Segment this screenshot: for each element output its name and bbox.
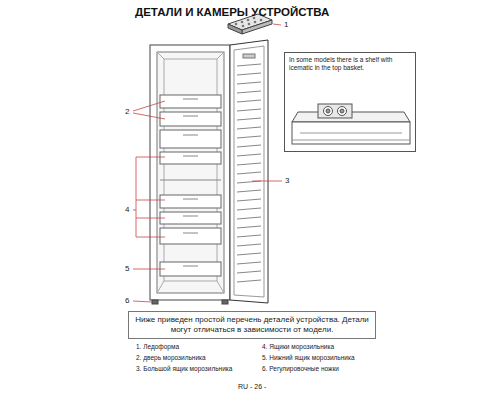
callout-number: 5 [125,264,129,273]
parts-list-item: 2. дверь морозильника [136,354,206,361]
callout-number: 1 [284,20,288,29]
note-box: Ниже приведен простой перечень деталей у… [128,311,376,339]
parts-list-item: 3. Большой ящик морозильника [136,365,232,372]
parts-list-item: 5. Нижний ящик морозильника [262,354,355,361]
page-title: ДЕТАЛИ И КАМЕРЫ УСТРОЙСТВА [135,6,329,19]
parts-list-item: 1. Ледоформа [136,343,179,350]
note-text: In some models there is a shelf with ice… [289,56,411,72]
callout-number: 3 [285,176,289,185]
inset-box: In some models there is a shelf with ice… [284,52,416,152]
note-text: Ниже приведен простой перечень деталей у… [134,315,370,335]
page-number: RU - 26 - [238,383,266,391]
callout-number: 4 [125,205,129,214]
parts-list-item: 6. Регулировочные ножки [262,365,339,372]
parts-list-item: 4. Ящики морозильника [262,343,334,350]
callout-number: 6 [125,296,129,305]
callout-number: 2 [125,107,129,116]
